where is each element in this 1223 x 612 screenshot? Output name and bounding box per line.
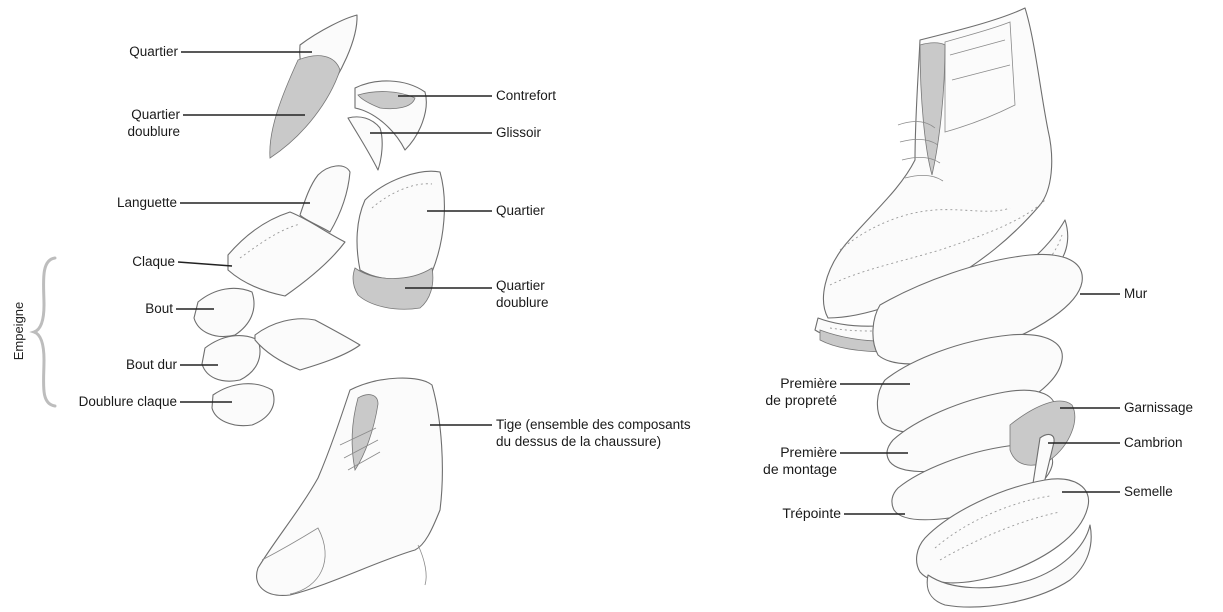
label-bout-dur: Bout dur [90,356,177,373]
label-cambrion: Cambrion [1124,434,1183,451]
label-premiere-proprete: Première de propreté [740,375,837,409]
label-tige: Tige (ensemble des composants du dessus … [496,416,691,450]
leader-claque [178,262,232,266]
quartier-mid-sketch [357,171,444,279]
label-glissoir: Glissoir [496,124,541,141]
label-claque: Claque [90,253,175,270]
label-mur: Mur [1124,285,1147,302]
tige-sketch [257,378,443,595]
label-empeigne: Empeigne [11,286,26,376]
label-quartier-mid: Quartier [496,202,545,219]
label-premiere-montage: Première de montage [740,444,837,478]
left-sketches [194,15,444,595]
label-bout: Bout [90,300,173,317]
bout-dur-sketch [202,336,260,382]
label-quartier-top: Quartier [90,43,178,60]
right-sketches [815,8,1091,607]
label-quartier-doublure-top: Quartier doublure [90,106,180,140]
label-contrefort: Contrefort [496,87,556,104]
label-trepointe: Trépointe [740,505,841,522]
label-doublure-claque: Doublure claque [40,393,177,410]
doublure-claque-sketch [212,384,274,426]
label-garnissage: Garnissage [1124,399,1193,416]
quartier-doublure-top-sketch [270,56,340,158]
empeigne-brace [34,258,55,406]
glissoir-sketch [348,117,382,170]
label-semelle: Semelle [1124,483,1173,500]
bout-sketch [194,288,254,336]
label-quartier-doublure-mid: Quartier doublure [496,277,549,311]
label-languette: Languette [80,194,177,211]
